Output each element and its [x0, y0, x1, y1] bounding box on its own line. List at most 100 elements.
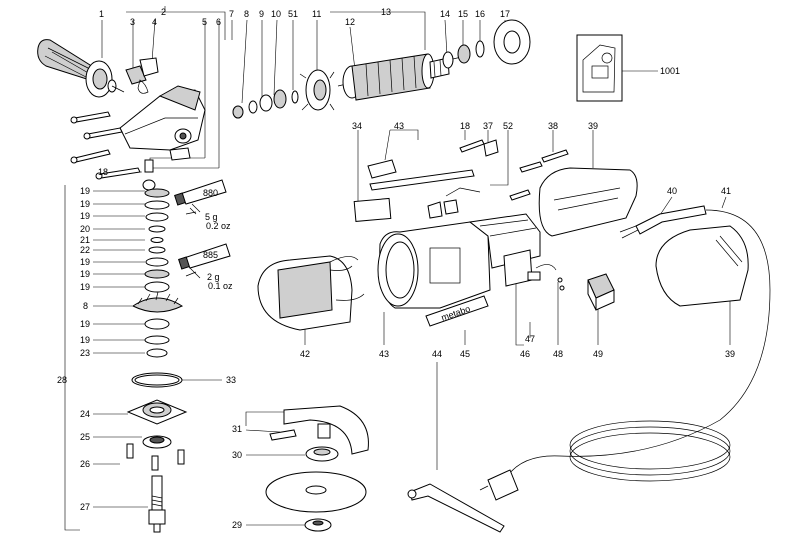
part-label-17: 17	[500, 9, 510, 19]
bearing	[142, 435, 172, 449]
lock-button	[125, 57, 159, 94]
part-label-8-left: 8	[83, 301, 88, 311]
part-label-41: 41	[721, 186, 731, 196]
part-label-18-right: 18	[460, 121, 470, 131]
part-label-52: 52	[503, 121, 513, 131]
part-label-8: 8	[244, 9, 249, 19]
electronic-module	[503, 249, 565, 291]
spindle-stack	[131, 159, 184, 388]
part-label-19-e: 19	[80, 269, 90, 279]
part-label-19-b: 19	[80, 199, 90, 209]
part-label-11: 11	[312, 9, 321, 19]
spindle	[148, 475, 166, 533]
wheel-guard	[269, 405, 369, 455]
bearing-flange	[126, 399, 188, 425]
part-label-12: 12	[345, 17, 355, 27]
part-label-39-top: 39	[588, 121, 598, 131]
part-label-13: 13	[381, 7, 391, 17]
part-label-20: 20	[80, 224, 90, 234]
part-label-31: 31	[232, 424, 242, 434]
part-label-19-g: 19	[80, 319, 90, 329]
part-label-29: 29	[232, 520, 242, 530]
grinding-disc	[265, 471, 367, 513]
part-label-39-bottom: 39	[725, 349, 735, 359]
part-label-3: 3	[130, 17, 135, 27]
part-label-9: 9	[259, 9, 264, 19]
part-label-18-left: 18	[98, 167, 108, 177]
switch-block	[587, 273, 615, 311]
part-label-24: 24	[80, 409, 90, 419]
grease-amount-880: 5 g	[205, 212, 218, 222]
leader-lines	[64, 6, 731, 531]
motor-housing	[377, 213, 541, 309]
part-label-34: 34	[352, 121, 362, 131]
grease-tube-880: 880 5 g 0.2 oz	[174, 179, 231, 231]
switch-parts	[353, 159, 481, 222]
part-label-16: 16	[475, 9, 485, 19]
part-label-1001: 1001	[660, 66, 680, 76]
part-label-43-bottom: 43	[379, 349, 389, 359]
part-label-27: 27	[80, 502, 90, 512]
part-label-21: 21	[80, 235, 90, 245]
power-cord	[479, 209, 771, 501]
grease-tube-885: 885 2 g 0.1 oz	[178, 243, 233, 291]
part-label-2: 2	[161, 7, 166, 17]
clamping-flange	[305, 446, 339, 462]
grease-amount-oz-885: 0.1 oz	[208, 281, 233, 291]
part-label-22: 22	[80, 245, 90, 255]
part-label-14: 14	[440, 9, 450, 19]
part-label-10: 10	[271, 9, 281, 19]
part-label-26: 26	[80, 459, 90, 469]
part-label-19-h: 19	[80, 335, 90, 345]
grease-code-885: 885	[203, 250, 218, 260]
cable-grommet	[619, 205, 707, 239]
part-label-19-f: 19	[80, 282, 90, 292]
grease-amount-oz-880: 0.2 oz	[206, 221, 231, 231]
part-label-19-c: 19	[80, 211, 90, 221]
housing-screws	[70, 111, 141, 180]
side-handle	[37, 39, 125, 98]
armature	[337, 53, 471, 101]
flange-screws	[126, 443, 185, 471]
part-label-46: 46	[520, 349, 530, 359]
part-label-19-d: 19	[80, 257, 90, 267]
part-label-47: 47	[525, 334, 535, 344]
armature-bearings	[442, 40, 485, 69]
grease-code-880: 880	[203, 188, 218, 198]
part-label-42: 42	[300, 349, 310, 359]
part-label-19-a: 19	[80, 186, 90, 196]
part-label-40: 40	[667, 186, 677, 196]
part-label-51: 51	[288, 9, 298, 19]
part-label-6: 6	[216, 17, 221, 27]
handle-shell-bottom	[655, 225, 749, 307]
grease-amount-885: 2 g	[207, 272, 220, 282]
part-label-15: 15	[458, 9, 468, 19]
part-label-1: 1	[99, 9, 104, 19]
pin-wrench	[407, 483, 505, 533]
stator	[257, 255, 365, 331]
part-label-45: 45	[460, 349, 470, 359]
part-label-44: 44	[432, 349, 442, 359]
handle-shell-top	[538, 167, 638, 237]
part-label-43-top: 43	[394, 121, 404, 131]
part-label-49: 49	[593, 349, 603, 359]
part-label-7: 7	[229, 9, 234, 19]
inset-detail	[576, 34, 623, 102]
part-label-38: 38	[548, 121, 558, 131]
part-label-37: 37	[483, 121, 493, 131]
part-label-23: 23	[80, 348, 90, 358]
gear-housing	[119, 85, 206, 161]
part-label-30: 30	[232, 450, 242, 460]
brush-screws	[459, 139, 569, 201]
clamp-nut	[304, 518, 332, 532]
part-label-5: 5	[202, 17, 207, 27]
part-label-28: 28	[57, 375, 67, 385]
part-number-labels: 1 2 3 4 5 6 7 8 9 10 51 11 12 13 14 15 1…	[57, 7, 735, 530]
part-label-33: 33	[226, 375, 236, 385]
small-bearings	[232, 89, 299, 119]
fan-wheel	[299, 69, 335, 111]
air-guide-ring	[493, 19, 531, 65]
part-label-25: 25	[80, 432, 90, 442]
part-label-4: 4	[152, 17, 157, 27]
